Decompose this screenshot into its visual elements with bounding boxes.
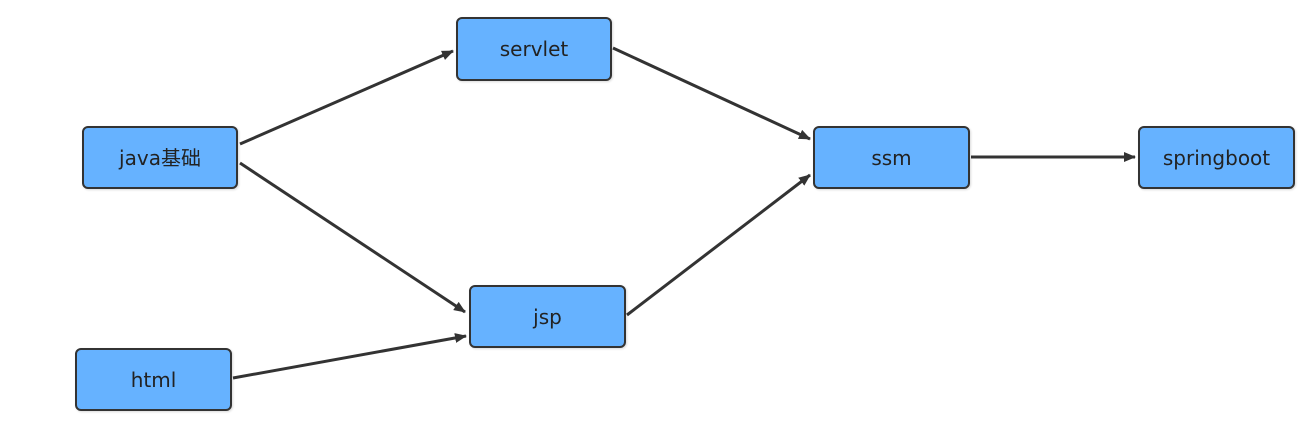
node-java-basics-label: java基础 bbox=[119, 145, 201, 170]
node-java-basics[interactable]: java基础 bbox=[82, 126, 238, 189]
edge-servlet-to-ssm bbox=[612, 46, 811, 141]
edge-java-to-servlet bbox=[239, 49, 454, 146]
node-servlet-label: servlet bbox=[499, 37, 569, 61]
node-jsp[interactable]: jsp bbox=[469, 285, 626, 348]
edge-jsp-to-ssm bbox=[626, 173, 811, 317]
edge-html-to-jsp bbox=[232, 333, 467, 380]
node-html[interactable]: html bbox=[75, 348, 232, 411]
node-servlet[interactable]: servlet bbox=[456, 17, 612, 81]
node-html-label: html bbox=[130, 367, 177, 392]
node-ssm[interactable]: ssm bbox=[813, 126, 970, 189]
node-springboot[interactable]: springboot bbox=[1138, 126, 1295, 189]
node-jsp-label: jsp bbox=[533, 304, 562, 329]
edges-group bbox=[232, 46, 1136, 380]
node-springboot-label: springboot bbox=[1162, 145, 1271, 170]
node-ssm-label: ssm bbox=[871, 145, 912, 170]
edge-java-to-jsp bbox=[239, 161, 466, 314]
